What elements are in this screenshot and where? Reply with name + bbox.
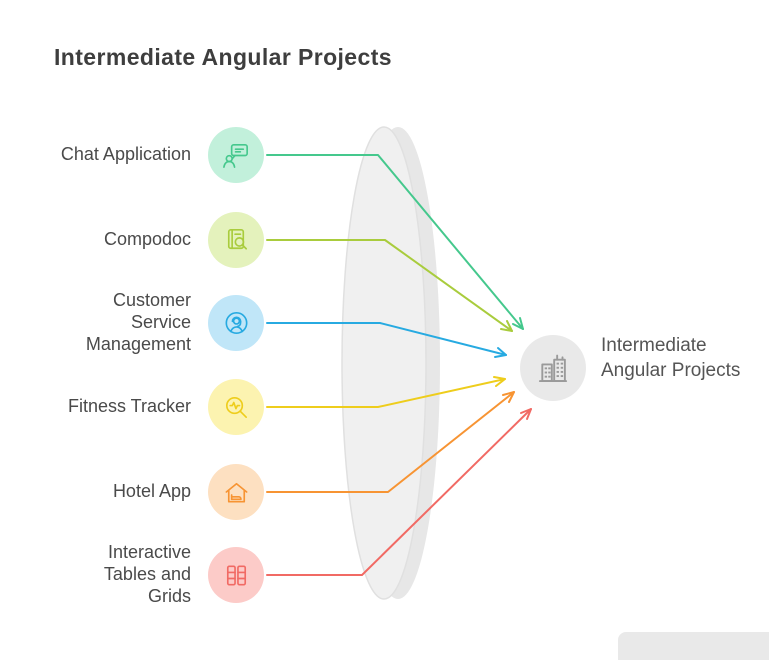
connector-customer-service: [266, 322, 507, 358]
item-row-fitness-tracker: Fitness Tracker: [28, 367, 264, 447]
target-node: [520, 335, 586, 401]
item-row-interactive-tables: Interactive Tables and Grids: [28, 535, 264, 615]
page-title: Intermediate Angular Projects: [54, 44, 392, 70]
hotel-bed-icon: [225, 482, 247, 503]
connector-compodoc: [266, 239, 513, 332]
item-label: Compodoc: [103, 229, 191, 250]
item-label: Interactive Tables and Grids: [103, 542, 191, 606]
table-grid-icon: [226, 564, 246, 586]
item-row-customer-service: Customer Service Management: [28, 283, 264, 363]
item-bubble: [208, 547, 264, 603]
item-bubble: [208, 295, 264, 351]
connector-fitness-tracker: [266, 376, 506, 408]
item-row-chat-application: Chat Application: [28, 115, 264, 195]
item-label: Fitness Tracker: [67, 396, 191, 417]
item-label: Customer Service Management: [85, 290, 191, 354]
item-bubble: [208, 464, 264, 520]
connector-chat-application: [266, 154, 524, 330]
chat-user-icon: [222, 143, 248, 168]
connector-interactive-tables: [266, 408, 532, 576]
item-row-compodoc: Compodoc: [28, 200, 264, 280]
watermark-box: [618, 632, 769, 660]
item-bubble: [208, 127, 264, 183]
buildings-icon: [538, 354, 568, 383]
item-bubble: [208, 212, 264, 268]
item-row-hotel-app: Hotel App: [28, 452, 264, 532]
item-bubble: [208, 379, 264, 435]
document-search-icon: [227, 228, 247, 250]
connector-hotel-app: [266, 391, 515, 493]
magnifier-pulse-icon: [225, 396, 247, 418]
item-label: Hotel App: [112, 481, 191, 502]
center-disc: [341, 126, 440, 600]
headset-agent-icon: [225, 311, 247, 334]
item-label: Chat Application: [60, 144, 191, 165]
target-label: Intermediate Angular Projects: [601, 335, 741, 381]
